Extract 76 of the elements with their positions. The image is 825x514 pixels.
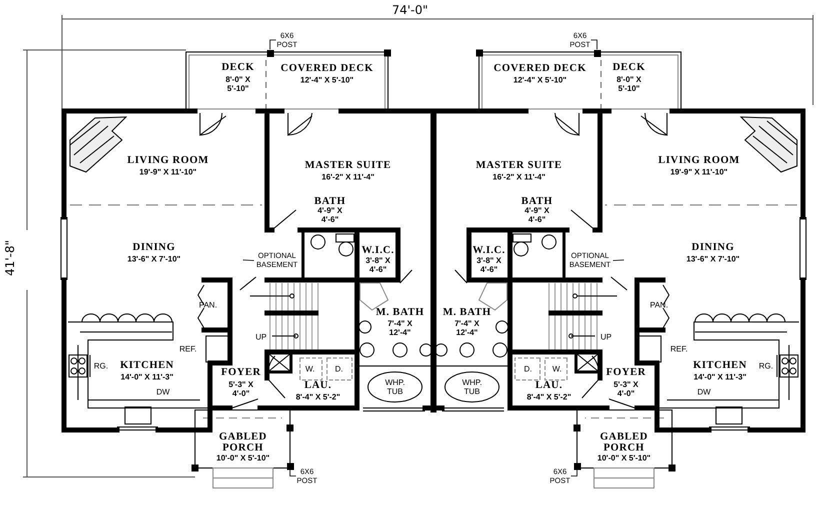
room-dimensions: 5'-3" X 4'-0" xyxy=(612,380,640,398)
room-dimensions: 3'-8" X 4'-6" xyxy=(476,256,502,274)
room-dimensions: 12'-4" X 5'-10" xyxy=(300,76,354,84)
room-dimensions: 10'-0" X 5'-10" xyxy=(216,454,270,462)
room-dimensions: 12'-4" X 5'-10" xyxy=(513,76,567,84)
room-dimensions: 4'-9" X 4'-6" xyxy=(524,206,550,224)
room-dimensions: 10'-0" X 5'-10" xyxy=(597,454,651,462)
room-label: COVERED DECK xyxy=(280,64,374,74)
room-label: GABLED PORCH xyxy=(599,432,649,454)
leader-line xyxy=(290,469,296,476)
leader-line xyxy=(612,260,624,261)
room-label: W.I.C. xyxy=(362,246,394,256)
post-symbol xyxy=(574,462,580,470)
room-label: M. BATH xyxy=(442,308,492,318)
room-label: MASTER SUITE xyxy=(304,160,392,172)
room-label: MASTER SUITE xyxy=(476,160,562,172)
room-label: W.I.C. xyxy=(472,246,506,256)
room-dimensions: 16'-2" X 11'-4" xyxy=(492,172,546,182)
dimension-label: 74'-0" xyxy=(392,4,428,16)
room-label: COVERED DECK xyxy=(494,64,586,74)
room-label: DINING xyxy=(132,242,176,254)
room-label: LIVING ROOM xyxy=(127,156,209,166)
dimension-label: 41'-8" xyxy=(4,240,16,276)
room-dimensions: 19'-9" X 11'-10" xyxy=(670,168,728,176)
fixture-label: DW xyxy=(697,388,711,396)
leader-line xyxy=(570,469,578,476)
room-label: LAU. xyxy=(535,380,563,392)
room-label: DINING xyxy=(692,242,734,254)
room-dimensions: 8'-4" X 5'-2" xyxy=(296,392,340,402)
room-label: M. BATH xyxy=(376,308,424,318)
fixture-label: RG. xyxy=(94,362,108,370)
fixture-label: UP xyxy=(255,332,267,342)
fixture-label: PAN. xyxy=(198,300,218,310)
room-label: LIVING ROOM xyxy=(658,156,740,166)
fixture-label: REF. xyxy=(670,344,688,354)
post-symbol xyxy=(286,462,294,470)
room-dimensions: 7'-4" X 12'-4" xyxy=(454,319,480,337)
room-label: FOYER xyxy=(606,368,646,378)
room-dimensions: 13'-6" X 7'-10" xyxy=(127,254,181,264)
room-dimensions: 14'-0" X 11'-3" xyxy=(694,372,746,382)
room-label: DECK xyxy=(222,62,254,74)
room-dimensions: 8'-0" X 5'-10" xyxy=(616,75,642,93)
room-dimensions: 19'-9" X 11'-10" xyxy=(139,168,197,176)
fixture-label: W. xyxy=(552,364,562,374)
room-dimensions: 8'-4" X 5'-2" xyxy=(526,392,572,402)
room-label: FOYER xyxy=(221,368,261,378)
fixture-label: WHP. TUB xyxy=(461,378,483,396)
fixture-label: REF. xyxy=(179,344,197,354)
fixture-label: WHP. TUB xyxy=(384,378,406,396)
fixture-label: D. xyxy=(335,364,343,374)
room-dimensions: 5'-3" X 4'-0" xyxy=(228,380,254,398)
fixture-label: PAN. xyxy=(650,300,668,310)
room-dimensions: 14'-0" X 11'-3" xyxy=(120,372,174,382)
room-label: BATH xyxy=(314,196,346,207)
post-symbol xyxy=(594,50,600,56)
room-label: DECK xyxy=(612,62,646,74)
fixture-label: RG. xyxy=(758,362,774,370)
room-label: GABLED PORCH xyxy=(218,432,268,454)
leader-line xyxy=(242,260,254,261)
room-label: KITCHEN xyxy=(693,360,747,372)
post-symbol xyxy=(266,50,274,56)
room-dimensions: 13'-6" X 7'-10" xyxy=(686,254,740,264)
fixture-label: D. xyxy=(524,364,532,374)
room-dimensions: 3'-8" X 4'-6" xyxy=(364,256,392,274)
fixture-label: UP xyxy=(600,332,612,342)
room-dimensions: 8'-0" X 5'-10" xyxy=(224,75,252,93)
leader-line xyxy=(590,40,598,50)
fixture-label: DW xyxy=(156,388,170,396)
room-label: KITCHEN xyxy=(120,360,174,372)
room-dimensions: 4'-9" X 4'-6" xyxy=(316,206,344,224)
room-dimensions: 7'-4" X 12'-4" xyxy=(386,319,414,337)
fixture-label: W. xyxy=(305,364,315,374)
room-dimensions: 16'-2" X 11'-4" xyxy=(322,172,374,182)
leader-line xyxy=(270,40,276,50)
room-label: BATH xyxy=(521,196,553,207)
room-label: LAU. xyxy=(304,380,332,392)
